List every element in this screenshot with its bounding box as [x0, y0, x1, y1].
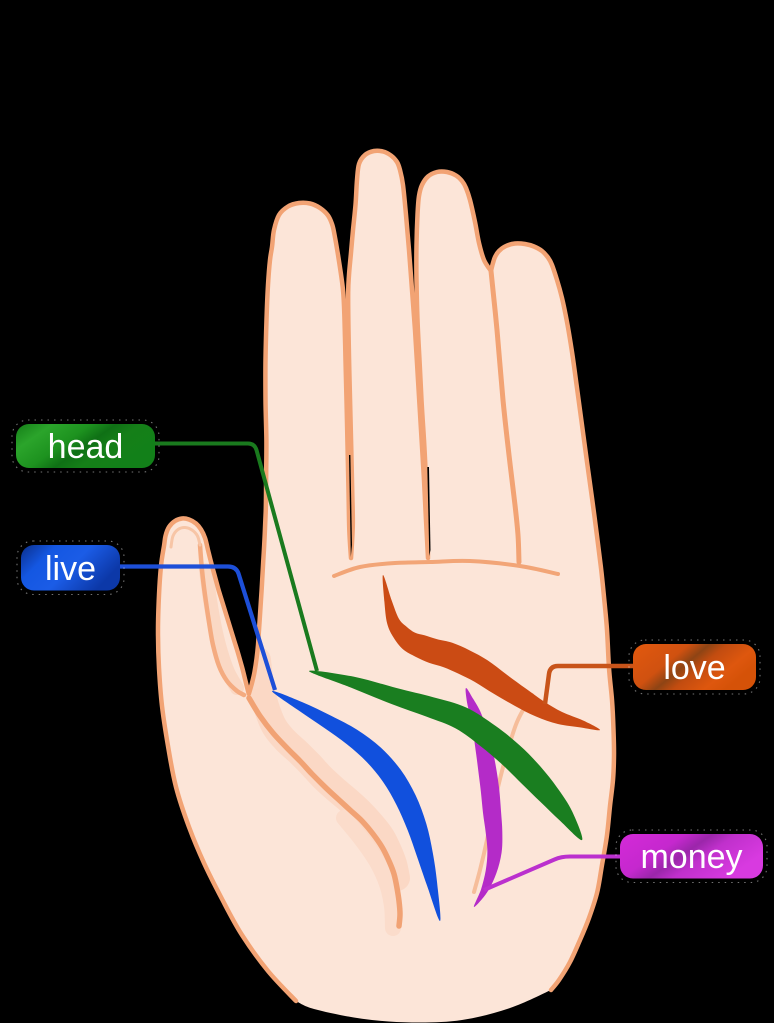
svg-text:love: love [663, 649, 725, 687]
svg-text:live: live [45, 550, 96, 588]
svg-text:head: head [48, 428, 124, 466]
svg-text:money: money [640, 838, 742, 876]
